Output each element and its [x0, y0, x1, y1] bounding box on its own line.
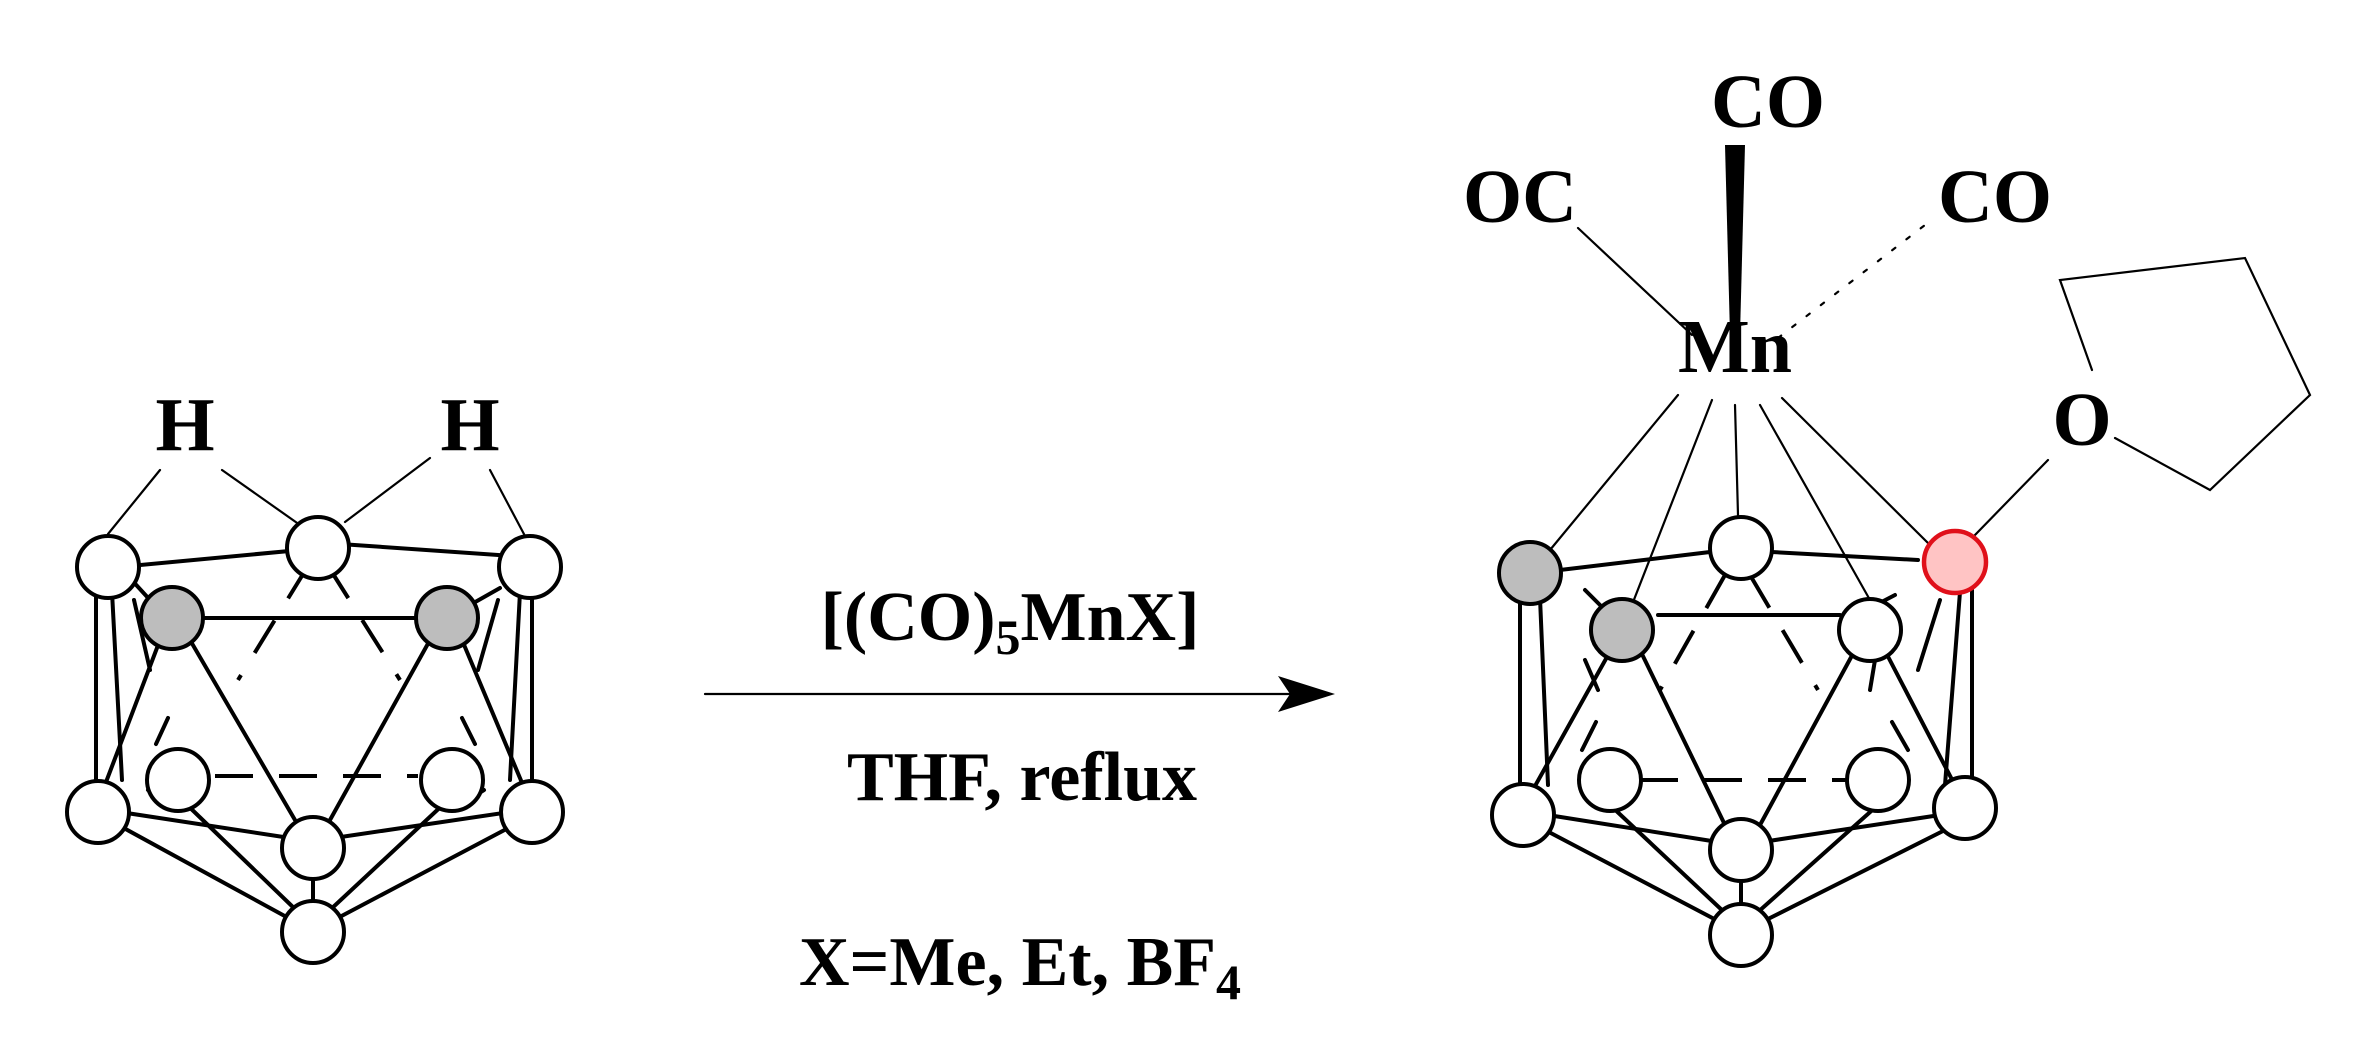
reactant-cluster: H H: [65, 383, 565, 965]
product-complex: Mn CO OC CO O: [1463, 60, 2312, 968]
reaction-arrow: [703, 676, 1335, 712]
substituents-label: X=Me, Et, BF4: [799, 924, 1241, 1010]
mn-carbonyl-bonds: [1548, 145, 1932, 617]
oxygen-label: O: [2052, 378, 2111, 462]
reactant-h-right-label: H: [440, 383, 499, 467]
reagent-label: [(CO)5MnX]: [821, 579, 1200, 665]
reactant-h-left-label: H: [155, 383, 214, 467]
product-atoms: [1490, 515, 1998, 968]
thf-ring: [1973, 256, 2312, 537]
co-top-label: CO: [1711, 60, 1825, 144]
co-right-label: CO: [1938, 155, 2052, 239]
substituted-boron-atom: [1921, 528, 1989, 596]
conditions-label: THF, reflux: [847, 739, 1197, 816]
co-left-label: OC: [1463, 155, 1577, 239]
reactant-bonds: [94, 456, 534, 922]
metal-mn-label: Mn: [1678, 305, 1792, 389]
reactant-atoms: [65, 515, 565, 965]
product-bonds: [1518, 550, 1974, 924]
